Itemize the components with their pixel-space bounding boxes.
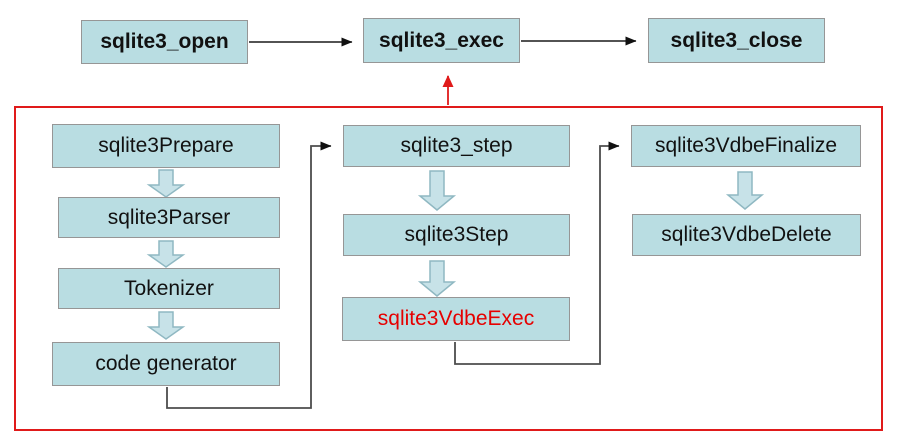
internals-frame bbox=[14, 106, 883, 431]
node-sqlite3vdbedelete: sqlite3VdbeDelete bbox=[632, 214, 861, 256]
block-arrow-finalize-delete bbox=[725, 171, 765, 210]
block-arrow-parser-tokenizer bbox=[146, 240, 186, 268]
edge-codegen-to-step bbox=[166, 141, 332, 409]
node-sqlite3step: sqlite3Step bbox=[343, 214, 570, 256]
node-sqlite3-step: sqlite3_step bbox=[343, 125, 570, 167]
block-arrow-tokenizer-codegen bbox=[146, 311, 186, 340]
node-sqlite3-close: sqlite3_close bbox=[648, 18, 825, 63]
edge-vdbeexec-to-finalize bbox=[454, 141, 620, 365]
node-sqlite3prepare: sqlite3Prepare bbox=[52, 124, 280, 168]
node-code-generator: code generator bbox=[52, 342, 280, 386]
node-sqlite3-open: sqlite3_open bbox=[81, 20, 248, 64]
block-arrow-step2-vdbeexec bbox=[417, 260, 457, 297]
block-arrow-step-step2 bbox=[417, 170, 457, 211]
node-sqlite3-exec: sqlite3_exec bbox=[363, 18, 520, 63]
node-sqlite3parser: sqlite3Parser bbox=[58, 197, 280, 238]
node-sqlite3vdbefinalize: sqlite3VdbeFinalize bbox=[631, 125, 861, 167]
block-arrow-prepare-parser bbox=[146, 169, 186, 198]
node-tokenizer: Tokenizer bbox=[58, 268, 280, 309]
node-sqlite3vdbeexec: sqlite3VdbeExec bbox=[342, 297, 570, 341]
